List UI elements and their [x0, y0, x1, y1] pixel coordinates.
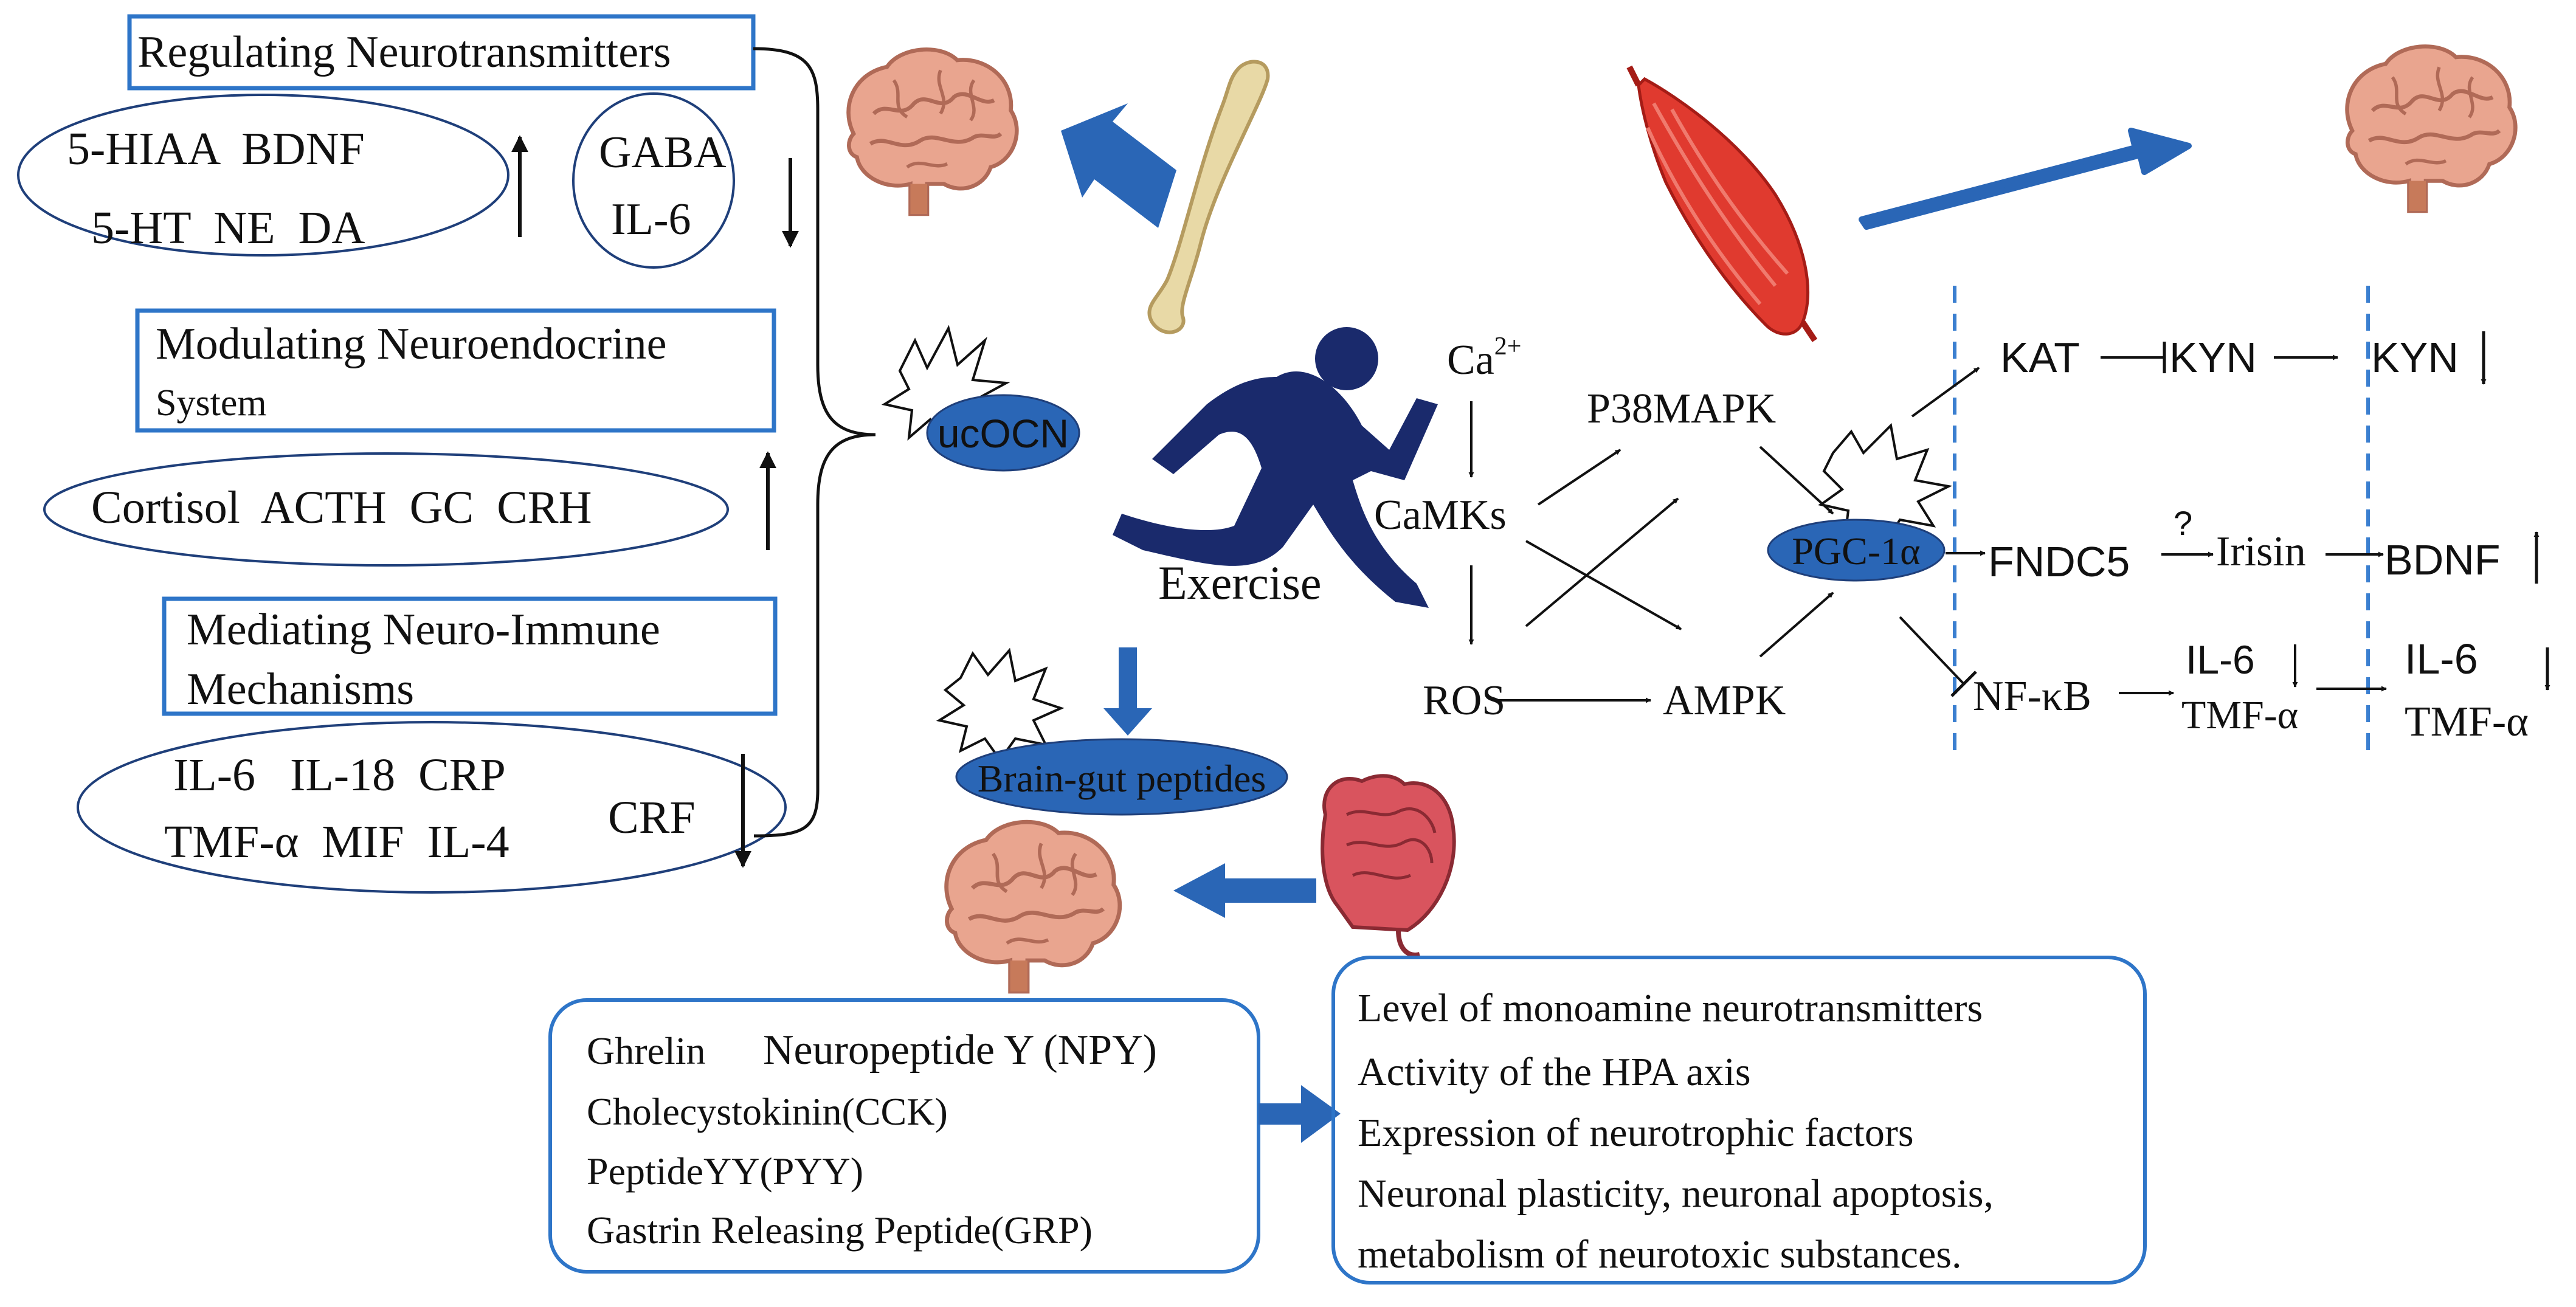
nt-up-row2: 5-HT NE DA: [91, 202, 365, 253]
irisin-label: Irisin: [2216, 528, 2306, 575]
effects-box-border: [1331, 956, 2147, 1285]
peptides-line1b: Neuropeptide Y (NPY): [763, 1027, 1157, 1074]
left-bracket: [753, 47, 876, 838]
neuroendocrine-items: Cortisol ACTH GC CRH: [91, 482, 592, 533]
il6-b-label: IL-6: [2405, 635, 2478, 683]
p38-label: P38MAPK: [1587, 385, 1776, 432]
ampk-to-pgc-arrow: [1759, 591, 1834, 658]
neuroendocrine-title-box: [135, 308, 776, 433]
immune-row1: IL-6 IL-18 CRP: [173, 750, 506, 801]
ca-label: Ca2+: [1447, 333, 1521, 384]
camks-to-p38-arrow: [1537, 449, 1621, 506]
ucocn-node: ucOCN: [881, 325, 1080, 472]
effects-line5: metabolism of neurotoxic substances.: [1358, 1232, 1961, 1277]
neuroendocrine-ellipse: [43, 452, 729, 567]
runner-icon: [1113, 327, 1438, 608]
neuroendocrine-title-line1: Modulating Neuroendocrine: [156, 319, 667, 369]
ucocn-ellipse: [926, 394, 1080, 472]
top-right-brain: [2347, 46, 2516, 211]
bone-image: [1147, 60, 1270, 334]
neurotransmitters-section: Regulating Neurotransmitters 5-HIAA BDNF…: [17, 14, 799, 269]
exercise-label: Exercise: [1158, 556, 1322, 609]
peptides-line1a: Ghrelin: [587, 1029, 706, 1072]
neuroendocrine-section: Modulating Neuroendocrine System Cortiso…: [43, 308, 776, 567]
nt-up-row1: 5-HIAA BDNF: [67, 123, 365, 174]
immune-title-line1: Mediating Neuro-Immune: [187, 605, 660, 655]
effects-box: Level of monoamine neurotransmitters Act…: [1331, 956, 2147, 1285]
peptides-to-effects-arrow: [1259, 1085, 1341, 1143]
ampk-label: AMPK: [1663, 677, 1786, 724]
immune-section: Mediating Neuro-Immune Mechanisms IL-6 I…: [77, 596, 787, 894]
camks-to-ampk-arrow: [1525, 540, 1682, 630]
pgc-to-kat-arrow: [1911, 367, 1980, 418]
immune-title-line2: Mechanisms: [187, 664, 414, 714]
nt-down-row2: IL-6: [611, 195, 691, 244]
effects-line2: Activity of the HPA axis: [1358, 1050, 1751, 1094]
tmf-b-label: TMF-α: [2405, 698, 2529, 745]
effects-line1: Level of monoamine neurotransmitters: [1358, 986, 1983, 1030]
brain-gut-ellipse: [955, 738, 1288, 816]
immune-ellipse: [77, 721, 787, 894]
nfkb-label: NF-κB: [1973, 673, 2091, 720]
nt-down-row1: GABA: [599, 128, 727, 178]
question-label: ?: [2174, 504, 2192, 542]
effects-line3: Expression of neurotrophic factors: [1358, 1111, 1914, 1155]
kat-label: KAT: [2000, 334, 2080, 381]
effects-line4: Neuronal plasticity, neuronal apoptosis,: [1358, 1171, 1994, 1216]
peptides-line2: Cholecystokinin(CCK): [587, 1090, 948, 1133]
brain-gut-node: Brain-gut peptides: [936, 647, 1288, 816]
bone-to-brain-arrow: [1061, 103, 1176, 228]
neuroendocrine-title-line2: System: [156, 382, 267, 424]
pgc-ellipse: [1767, 519, 1946, 582]
nt-up-ellipse: [17, 94, 509, 257]
muscle-image: [1626, 65, 1818, 342]
gut-to-brain-arrow: [1173, 863, 1316, 918]
pgc-label: PGC-1α: [1792, 529, 1920, 573]
tmf-a-label: TMF-α: [2181, 693, 2298, 737]
camks-label: CaMKs: [1374, 492, 1507, 539]
kyn2-label: KYN: [2371, 334, 2459, 381]
brain-gut-label: Brain-gut peptides: [978, 757, 1266, 800]
top-center-brain: [849, 49, 1017, 214]
peptides-box-border: [548, 998, 1260, 1274]
muscle-to-brain-arrow: [1859, 128, 2192, 230]
il6-a-label: IL-6: [2186, 637, 2255, 682]
fndc5-label: FNDC5: [1988, 538, 2130, 585]
exercise-to-peptides-arrow: [1103, 647, 1152, 736]
ros-label: ROS: [1423, 677, 1505, 724]
pgc-to-nfkb-inhibit-bar: [1950, 671, 1977, 697]
immune-crf: CRF: [608, 792, 696, 843]
ros-to-p38-arrow: [1525, 497, 1679, 627]
ucocn-label: ucOCN: [938, 411, 1069, 456]
pgc-burst: [1818, 422, 1953, 547]
peptides-box: Ghrelin Neuropeptide Y (NPY) Cholecystok…: [548, 998, 1260, 1274]
peptides-line4: Gastrin Releasing Peptide(GRP): [587, 1209, 1093, 1252]
immune-title-box: [162, 596, 778, 716]
neurotransmitters-title: Regulating Neurotransmitters: [137, 27, 671, 77]
bottom-center-brain: [947, 822, 1120, 991]
bdnf-label: BDNF: [2384, 536, 2501, 584]
gut-image: [1321, 774, 1456, 957]
pgc-to-nfkb-inhibit: [1899, 616, 1965, 685]
nt-down-ellipse: [572, 92, 735, 269]
peptides-line3: PeptideYY(PYY): [587, 1150, 863, 1193]
immune-row2: TMF-α MIF IL-4: [164, 816, 509, 867]
kyn-label: KYN: [2169, 334, 2257, 381]
neurotransmitters-title-box: [127, 14, 756, 91]
p38-to-pgc-arrow: [1759, 446, 1834, 515]
